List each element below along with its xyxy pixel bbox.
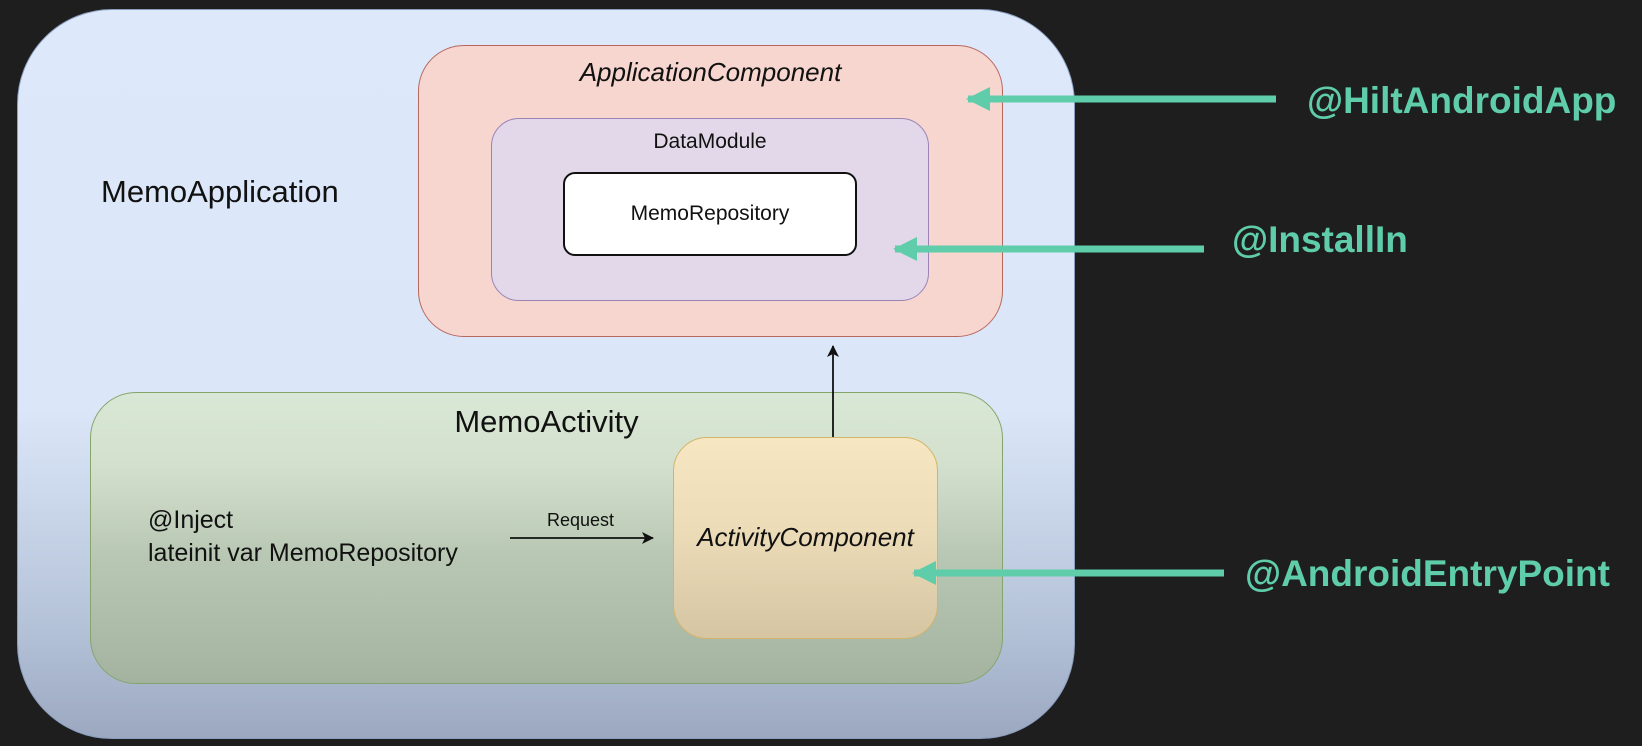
application-component-label: ApplicationComponent [579,57,842,87]
memo-repository-box [563,172,857,256]
hilt-android-app-annotation: @HiltAndroidApp [1307,80,1617,121]
memo-activity-label: MemoActivity [454,404,639,439]
inject-field-label: lateinit var MemoRepository [148,539,458,567]
android-entry-point-annotation: @AndroidEntryPoint [1245,553,1610,594]
memo-repository-label: MemoRepository [630,202,790,225]
memo-application-label: MemoApplication [101,174,339,209]
activity-component-label: ActivityComponent [697,522,914,552]
activity-component-box [673,437,938,639]
request-label: Request [547,510,615,530]
inject-annotation-label: @Inject [148,506,234,534]
data-module-label: DataModule [653,130,767,153]
install-in-annotation: @InstallIn [1232,219,1408,260]
